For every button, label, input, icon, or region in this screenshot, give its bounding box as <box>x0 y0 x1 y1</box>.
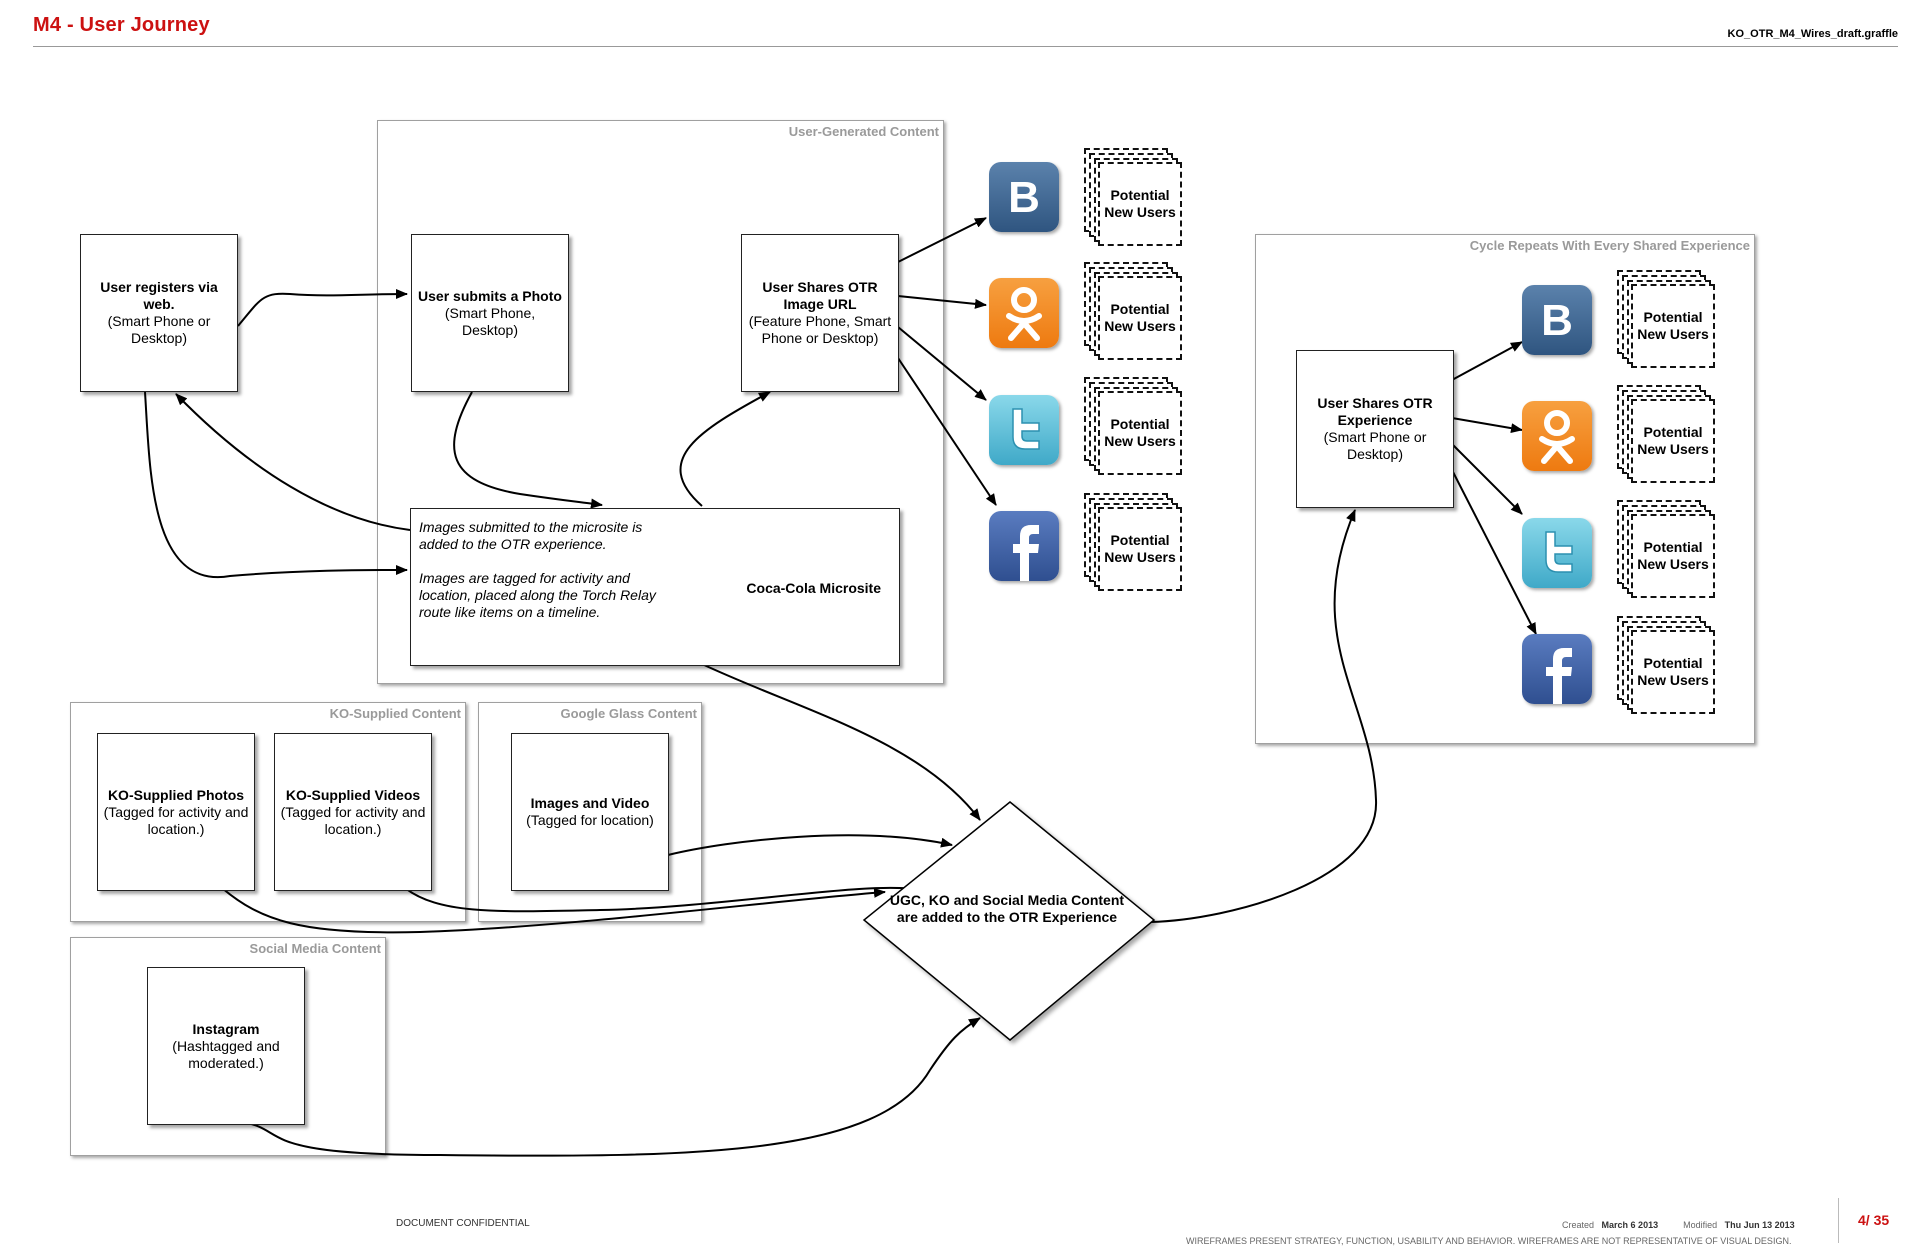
ko-photos-title: KO-Supplied Photos <box>107 786 245 803</box>
potential-users-stack: Potential New Users <box>1617 500 1717 600</box>
header-divider <box>33 46 1898 47</box>
footer-meta: Created March 6 2013 Modified Thu Jun 13… <box>1562 1220 1795 1230</box>
submit-sub: (Smart Phone, Desktop) <box>444 304 536 338</box>
footer-confidential: DOCUMENT CONFIDENTIAL <box>396 1218 530 1229</box>
arrow-microsite-to-share-url <box>679 391 771 507</box>
arrow-microsite-to-diamond <box>701 663 981 821</box>
register-box: User registers via web. (Smart Phone or … <box>80 234 238 392</box>
potential-users-stack: Potential New Users <box>1617 385 1717 485</box>
microsite-name: Coca-Cola Microsite <box>746 580 881 596</box>
twitter-icon <box>1522 518 1592 588</box>
share-url-sub: (Feature Phone, Smart Phone or Desktop) <box>748 313 892 346</box>
arrow-submit-to-microsite <box>453 391 603 509</box>
arrow-share2-to-vk <box>1451 341 1523 381</box>
potential-users-label: Potential New Users <box>1098 391 1182 475</box>
arrow-share2-to-ok <box>1451 417 1523 434</box>
potential-users-label: Potential New Users <box>1631 399 1715 483</box>
arrow-share-to-twitter <box>897 326 987 401</box>
created-date: March 6 2013 <box>1601 1220 1659 1230</box>
potential-users-stack: Potential New Users <box>1084 148 1184 248</box>
potential-users-stack: Potential New Users <box>1617 270 1717 370</box>
group-label: Social Media Content <box>249 941 381 956</box>
instagram-box: Instagram (Hashtagged and moderated.) <box>147 967 305 1125</box>
instagram-sub: (Hashtagged and moderated.) <box>172 1037 280 1071</box>
ko-photos-sub: (Tagged for activity and location.) <box>103 803 249 837</box>
svg-text:B: B <box>1541 296 1573 345</box>
group-label: KO-Supplied Content <box>329 706 461 721</box>
ko-videos-title: KO-Supplied Videos <box>285 786 421 803</box>
microsite-box: Images submitted to the microsite is add… <box>410 508 900 666</box>
ko-videos-box: KO-Supplied Videos (Tagged for activity … <box>274 733 432 891</box>
diamond-label: UGC, KO and Social Media Content are add… <box>889 892 1125 925</box>
arrow-microsite-to-register <box>175 393 411 531</box>
potential-users-stack: Potential New Users <box>1084 493 1184 593</box>
potential-users-label: Potential New Users <box>1631 630 1715 714</box>
potential-users-label: Potential New Users <box>1098 276 1182 360</box>
share-experience-box: User Shares OTR Experience (Smart Phone … <box>1296 350 1454 508</box>
arrow-share-to-vk <box>897 217 987 263</box>
decision-diamond <box>862 801 1156 1041</box>
vk-icon: B <box>989 162 1059 232</box>
modified-date: Thu Jun 13 2013 <box>1724 1220 1795 1230</box>
glass-box: Images and Video (Tagged for location) <box>511 733 669 891</box>
potential-users-label: Potential New Users <box>1098 162 1182 246</box>
potential-users-stack: Potential New Users <box>1617 616 1717 716</box>
modified-label: Modified <box>1683 1220 1718 1230</box>
odnoklassniki-icon <box>1522 401 1592 471</box>
microsite-description: Images submitted to the microsite is add… <box>419 519 679 638</box>
arrow-kophotos-to-diamond <box>221 887 886 934</box>
potential-users-label: Potential New Users <box>1631 284 1715 368</box>
created-label: Created <box>1562 1220 1595 1230</box>
share-url-box: User Shares OTR Image URL (Feature Phone… <box>741 234 899 392</box>
ko-photos-box: KO-Supplied Photos (Tagged for activity … <box>97 733 255 891</box>
arrow-share-to-facebook <box>897 357 997 506</box>
submit-photo-box: User submits a Photo (Smart Phone, Deskt… <box>411 234 569 392</box>
glass-title: Images and Video <box>530 795 650 811</box>
glass-sub: (Tagged for location) <box>526 812 654 828</box>
facebook-icon <box>989 511 1059 581</box>
potential-users-stack: Potential New Users <box>1084 262 1184 362</box>
arrow-share2-to-twitter <box>1451 443 1523 515</box>
group-label: Cycle Repeats With Every Shared Experien… <box>1469 238 1750 253</box>
microsite-line-1: Images submitted to the microsite is add… <box>419 519 643 552</box>
file-name: KO_OTR_M4_Wires_draft.graffle <box>1727 28 1898 40</box>
potential-users-label: Potential New Users <box>1098 507 1182 591</box>
group-label: Google Glass Content <box>560 706 697 721</box>
arrow-share2-to-facebook <box>1451 469 1537 635</box>
potential-users-stack: Potential New Users <box>1084 377 1184 477</box>
arrow-share-to-ok <box>897 295 987 309</box>
register-sub: (Smart Phone or Desktop) <box>107 313 211 346</box>
submit-title: User submits a Photo <box>418 287 562 304</box>
share-url-title: User Shares OTR Image URL <box>762 279 878 312</box>
share-exp-sub: (Smart Phone or Desktop) <box>1323 429 1427 462</box>
footer-disclaimer: WIREFRAMES PRESENT STRATEGY, FUNCTION, U… <box>1186 1236 1792 1246</box>
register-title: User registers via web. <box>100 279 218 312</box>
odnoklassniki-icon <box>989 278 1059 348</box>
microsite-line-2: Images are tagged for activity and locat… <box>419 570 656 620</box>
instagram-title: Instagram <box>192 1020 260 1037</box>
facebook-icon <box>1522 634 1592 704</box>
group-label: User-Generated Content <box>788 124 939 139</box>
arrow-instagram-to-diamond <box>241 1017 981 1157</box>
arrow-register-to-submit <box>237 289 408 327</box>
svg-text:B: B <box>1008 173 1040 222</box>
potential-users-label: Potential New Users <box>1631 514 1715 598</box>
page-title: M4 - User Journey <box>33 14 210 36</box>
arrow-kovideos-to-diamond <box>404 882 921 913</box>
footer-divider <box>1838 1198 1839 1243</box>
arrow-register-to-microsite <box>144 391 408 579</box>
share-exp-title: User Shares OTR Experience <box>1317 395 1433 428</box>
ko-videos-sub: (Tagged for activity and location.) <box>280 803 426 837</box>
twitter-icon <box>989 395 1059 465</box>
arrow-diamond-to-share-exp <box>1149 509 1378 923</box>
arrow-glass-to-diamond <box>667 834 953 856</box>
page-number: 4/ 35 <box>1858 1212 1890 1228</box>
vk-icon: B <box>1522 285 1592 355</box>
